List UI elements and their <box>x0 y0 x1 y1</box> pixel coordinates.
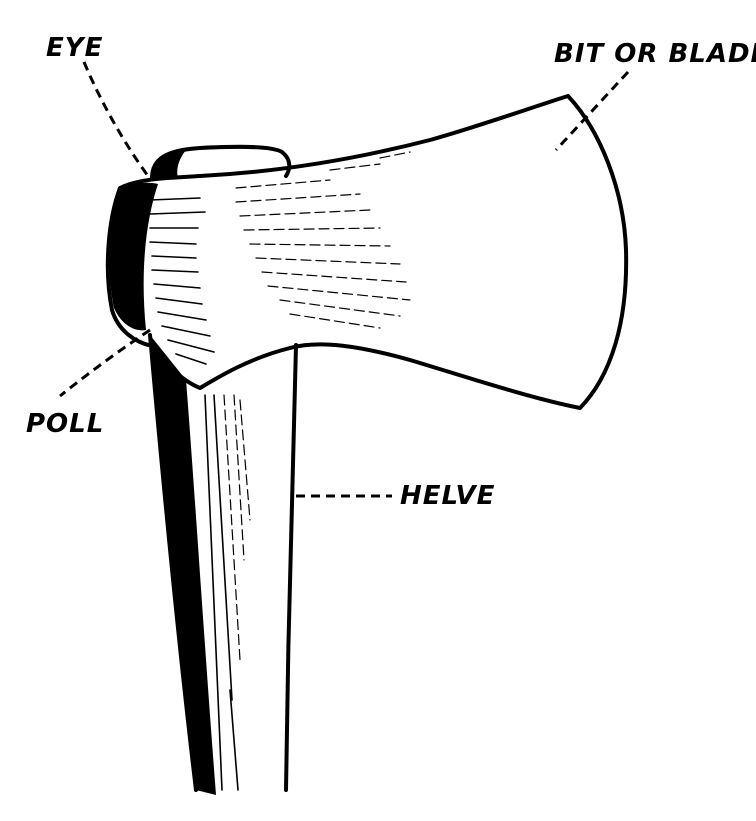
helve-outline <box>148 333 198 792</box>
poll-shading <box>109 182 158 331</box>
head-outline <box>105 94 629 410</box>
bit-leader <box>554 70 630 152</box>
eye-top-shadow <box>152 150 186 178</box>
label-eye: EYE <box>46 33 103 63</box>
label-helve: HELVE <box>400 481 495 511</box>
axe-head <box>105 94 629 410</box>
cheek-hatching <box>149 151 411 365</box>
label-bit-or-blade: BIT OR BLADE <box>554 39 756 69</box>
helve <box>148 333 298 795</box>
helve-right-edge <box>284 343 298 792</box>
eye-top <box>150 144 292 180</box>
poll-leader <box>59 328 151 398</box>
helve-shadow <box>150 335 216 795</box>
eye-leader <box>82 61 150 177</box>
helve-grain <box>204 394 251 791</box>
label-poll: POLL <box>26 409 104 439</box>
